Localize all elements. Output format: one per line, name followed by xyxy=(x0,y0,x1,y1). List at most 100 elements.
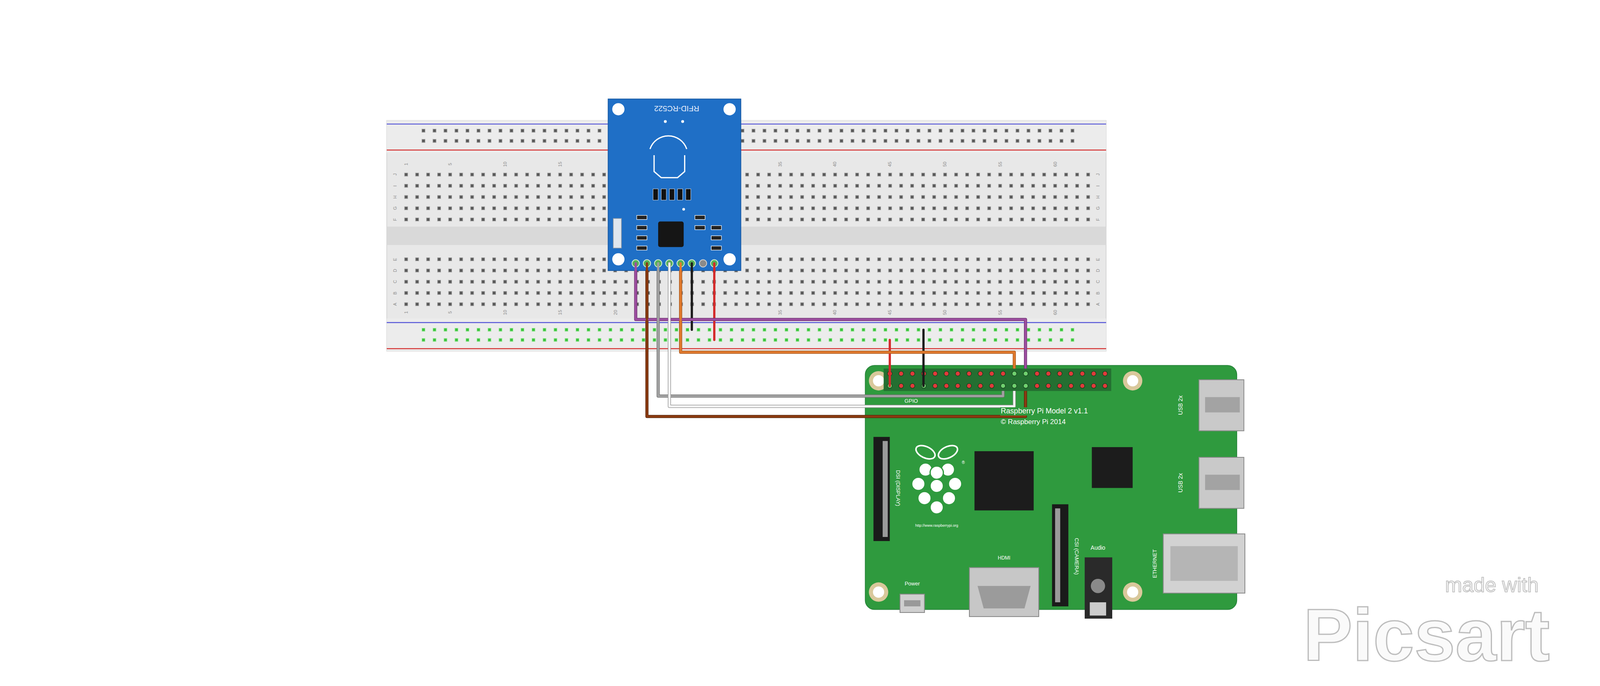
breadboard-hole xyxy=(751,139,756,143)
breadboard-hole xyxy=(840,328,844,332)
row-letter: G xyxy=(1095,206,1101,211)
connector-label: USB 2x xyxy=(1177,472,1184,493)
breadboard-hole xyxy=(800,268,804,273)
breadboard-hole xyxy=(481,257,485,262)
breadboard-hole xyxy=(778,184,782,188)
breadboard-hole xyxy=(470,280,474,284)
header-pin xyxy=(977,383,983,388)
breadboard-hole xyxy=(817,338,822,342)
breadboard-hole xyxy=(448,268,452,273)
breadboard-hole xyxy=(591,280,595,284)
row-letter: B xyxy=(392,291,398,295)
breadboard-hole xyxy=(509,338,514,342)
breadboard-hole xyxy=(1009,172,1013,177)
breadboard-hole xyxy=(1049,328,1053,332)
breadboard xyxy=(386,149,1107,151)
breadboard-hole xyxy=(481,172,485,177)
breadboard-hole xyxy=(756,218,760,222)
breadboard-hole xyxy=(767,280,771,284)
raspberry-pi-drawing xyxy=(872,586,884,598)
breadboard-hole xyxy=(932,291,936,295)
breadboard-hole xyxy=(1031,184,1035,188)
breadboard-hole xyxy=(800,280,804,284)
row-letter: F xyxy=(1095,218,1101,221)
breadboard-hole xyxy=(421,128,425,133)
breadboard-hole xyxy=(840,139,844,143)
breadboard-hole xyxy=(536,218,540,222)
breadboard-hole xyxy=(740,139,744,143)
breadboard-hole xyxy=(1049,338,1053,342)
raspberry-pi-drawing xyxy=(1122,582,1143,602)
row-letter: G xyxy=(392,206,398,211)
breadboard xyxy=(386,318,1107,352)
breadboard-hole xyxy=(454,128,459,133)
breadboard-hole xyxy=(580,206,584,210)
breadboard-hole xyxy=(1059,338,1063,342)
breadboard-hole xyxy=(1053,218,1057,222)
breadboard-hole xyxy=(932,172,936,177)
breadboard-hole xyxy=(855,218,859,222)
row-letter: A xyxy=(392,302,398,306)
breadboard-hole xyxy=(1053,257,1057,262)
breadboard-hole xyxy=(877,291,881,295)
breadboard-hole xyxy=(866,172,870,177)
breadboard-hole xyxy=(888,184,892,188)
jumper-wire xyxy=(635,270,1026,369)
breadboard-hole xyxy=(569,302,573,306)
breadboard-hole xyxy=(740,128,744,133)
breadboard-hole xyxy=(1009,280,1013,284)
breadboard-hole xyxy=(558,291,562,295)
breadboard-hole xyxy=(855,268,859,273)
breadboard-hole xyxy=(949,128,953,133)
raspberry-pi-drawing xyxy=(969,567,1039,617)
breadboard-hole xyxy=(459,184,463,188)
breadboard-hole xyxy=(855,184,859,188)
breadboard-hole xyxy=(789,184,793,188)
breadboard-hole xyxy=(811,184,815,188)
breadboard-hole xyxy=(844,184,848,188)
breadboard-hole xyxy=(905,328,910,332)
breadboard-hole xyxy=(1020,184,1024,188)
breadboard-hole xyxy=(1075,195,1079,199)
breadboard-hole xyxy=(982,128,987,133)
connector-label: DSI (DISPLAY) xyxy=(895,470,901,507)
breadboard-hole xyxy=(965,291,969,295)
breadboard-hole xyxy=(1059,139,1063,143)
breadboard-hole xyxy=(1064,206,1068,210)
breadboard-hole xyxy=(564,128,569,133)
rfid-module-drawing xyxy=(654,155,685,178)
rfid-module-drawing xyxy=(663,119,667,123)
breadboard-hole xyxy=(987,291,991,295)
breadboard-hole xyxy=(558,268,562,273)
breadboard-hole xyxy=(965,184,969,188)
breadboard-hole xyxy=(547,257,551,262)
breadboard-hole xyxy=(916,128,921,133)
breadboard-hole xyxy=(525,218,529,222)
breadboard-hole xyxy=(1020,291,1024,295)
module-title: RFID-RC522 xyxy=(654,103,700,113)
breadboard-hole xyxy=(421,139,425,143)
breadboard-hole xyxy=(503,184,507,188)
breadboard-hole xyxy=(503,302,507,306)
breadboard-hole xyxy=(525,280,529,284)
breadboard-hole xyxy=(1075,268,1079,273)
header-pin xyxy=(932,383,938,388)
breadboard-hole xyxy=(822,257,826,262)
breadboard-hole xyxy=(1020,218,1024,222)
breadboard-hole xyxy=(1086,184,1090,188)
breadboard-hole xyxy=(1015,139,1020,143)
breadboard-hole xyxy=(591,218,595,222)
breadboard-hole xyxy=(498,338,503,342)
breadboard-hole xyxy=(1053,280,1057,284)
breadboard-hole xyxy=(426,268,430,273)
breadboard-hole xyxy=(1026,139,1031,143)
breadboard xyxy=(386,120,1107,352)
breadboard-hole xyxy=(883,128,888,133)
raspberry-pi-drawing xyxy=(1163,533,1245,593)
breadboard-hole xyxy=(828,338,833,342)
breadboard-hole xyxy=(855,302,859,306)
raspberry-pi-drawing xyxy=(868,582,889,602)
breadboard-hole xyxy=(426,172,430,177)
breadboard xyxy=(386,120,1107,154)
breadboard-hole xyxy=(591,206,595,210)
